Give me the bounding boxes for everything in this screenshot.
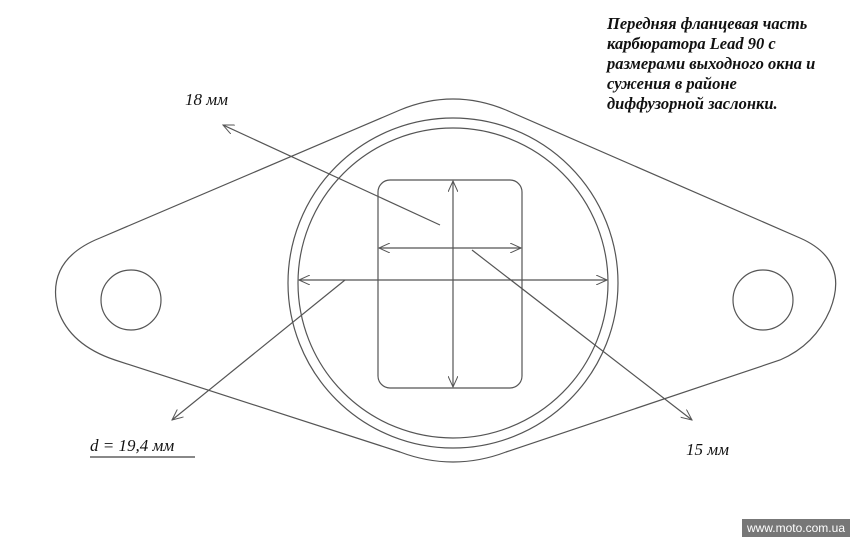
caption-line: диффузорной заслонки.: [607, 94, 778, 113]
flange-outline: [54, 98, 837, 463]
caption-line: карбюратора Lead 90 с: [607, 34, 776, 53]
right-bolt-hole: [732, 269, 794, 331]
label-15mm: 15 мм: [686, 440, 729, 459]
outer-bore-circle: [287, 117, 619, 449]
label-18mm: 18 мм: [185, 90, 228, 109]
caption-line: Передняя фланцевая часть: [607, 14, 808, 33]
outlet-window: [377, 179, 523, 389]
watermark: www.moto.com.ua: [741, 519, 850, 537]
leader-15mm: [471, 249, 692, 420]
caption-line: сужения в районе: [607, 74, 737, 93]
leader-diameter: [172, 279, 346, 420]
label-diameter: d = 19,4 мм: [90, 436, 175, 455]
left-bolt-hole: [100, 269, 162, 331]
leader-18mm: [223, 124, 441, 226]
drawing-caption: Передняя фланцевая часть карбюратора Lea…: [607, 14, 815, 114]
caption-line: размерами выходного окна и: [607, 54, 816, 73]
